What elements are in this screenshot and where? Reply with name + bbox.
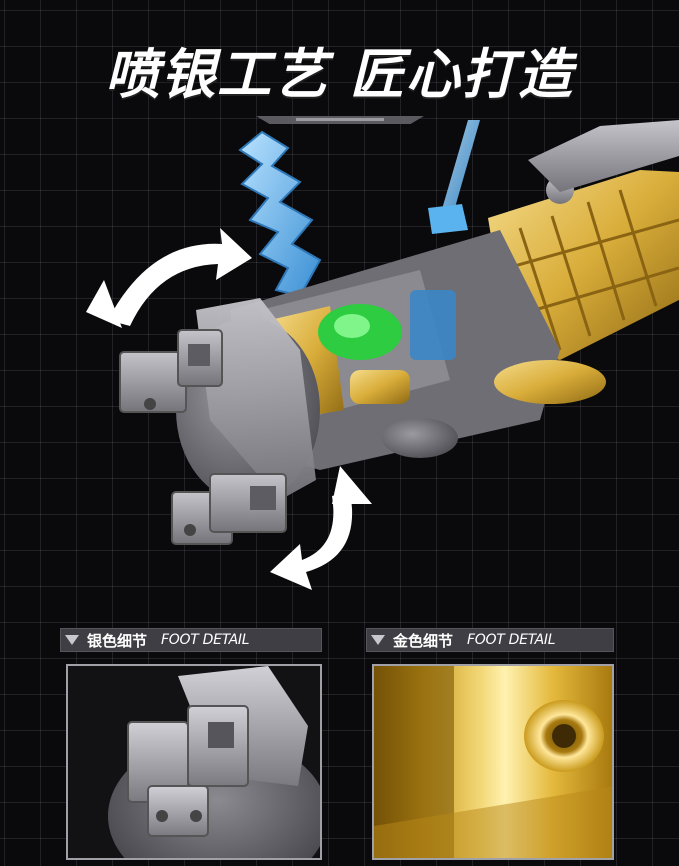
gold-detail-cn: 金色细节 (393, 631, 454, 650)
gold-detail-image (372, 664, 614, 860)
rotate-arrow-top-icon (86, 228, 252, 328)
silver-detail-en: FOOT DETAIL (161, 632, 250, 648)
rotate-arrow-bottom-icon (270, 466, 372, 590)
gold-detail-panel: 金色细节 FOOT DETAIL (366, 628, 614, 860)
silver-detail-cn: 银色细节 (87, 631, 148, 650)
silver-claw (119, 298, 320, 545)
gold-detail-en: FOOT DETAIL (467, 632, 556, 648)
triangle-down-icon (371, 635, 385, 645)
lightning-bolt (238, 130, 322, 298)
gold-detail-label: 金色细节 FOOT DETAIL (366, 628, 614, 652)
silver-detail-label: 银色细节 FOOT DETAIL (60, 628, 322, 652)
page-title: 喷银工艺 匠心打造 (105, 43, 574, 106)
antenna-part (428, 120, 480, 234)
title-underline-highlight (296, 118, 384, 121)
silver-detail-panel: 银色细节 FOOT DETAIL (60, 628, 322, 860)
silver-detail-image (66, 664, 322, 860)
header: 喷银工艺 匠心打造 (0, 0, 679, 135)
hero-product-image (86, 120, 679, 590)
triangle-down-icon (65, 635, 79, 645)
